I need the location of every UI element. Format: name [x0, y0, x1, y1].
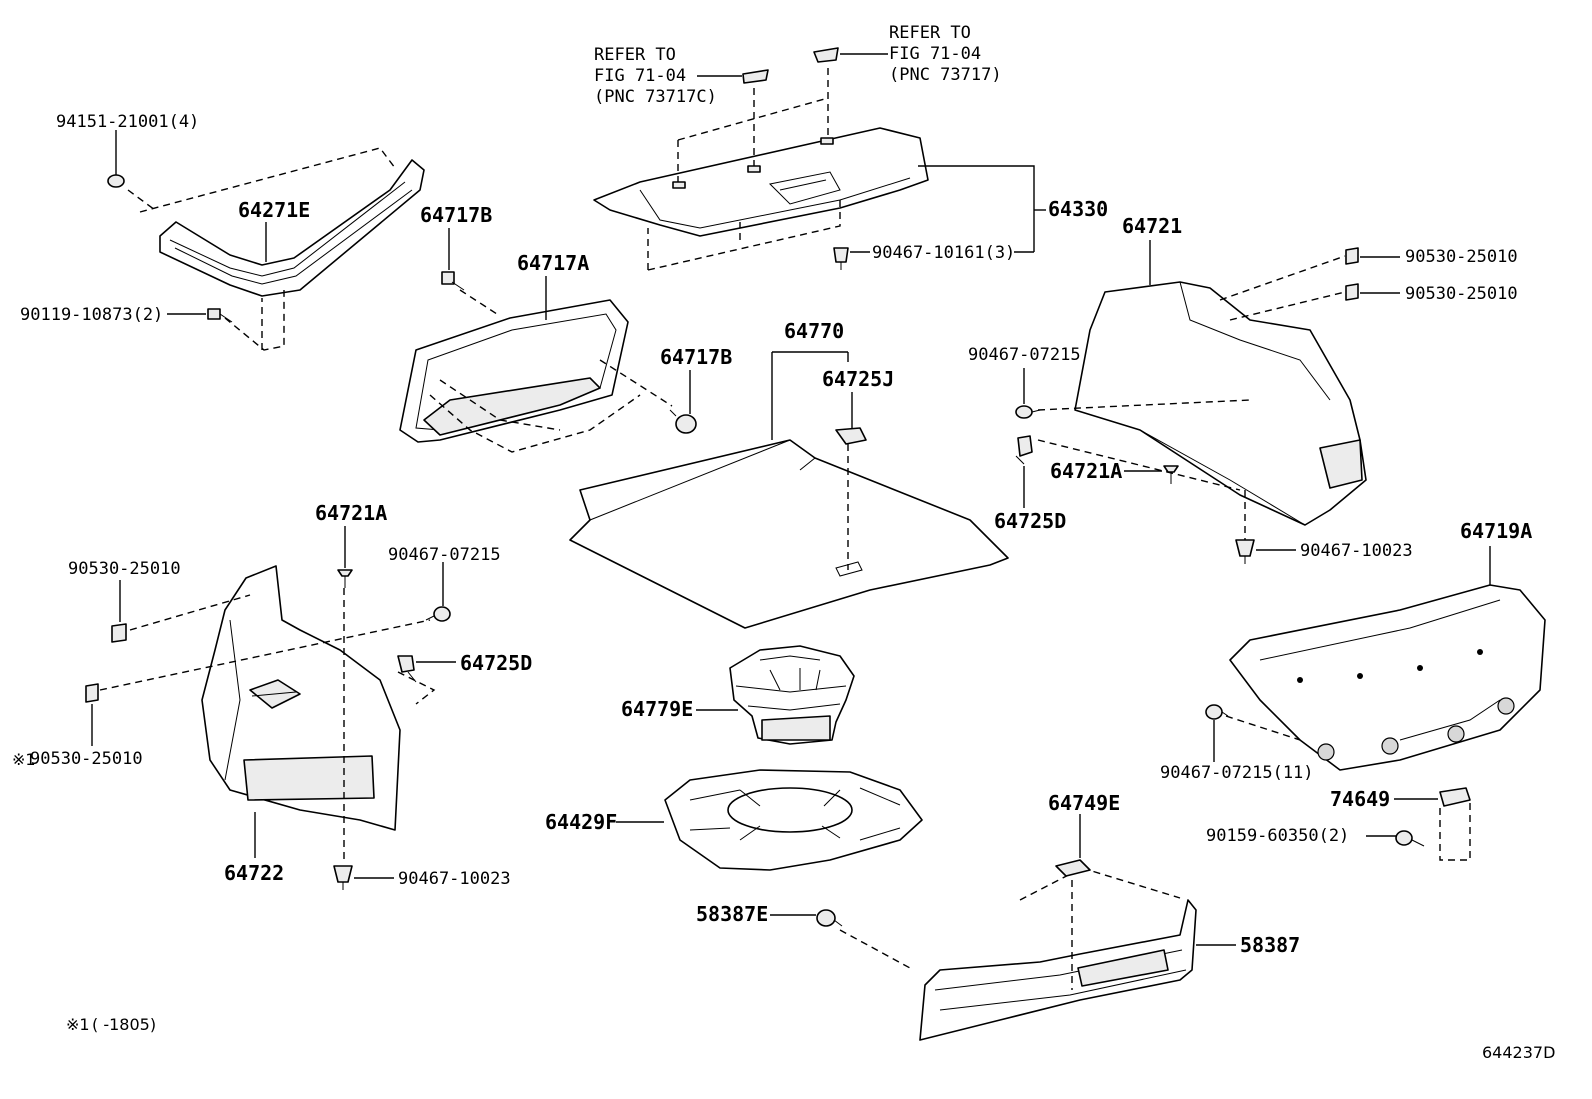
part-64271e-bracket — [127, 147, 425, 351]
clip-90467-10023-b-icon — [333, 865, 353, 890]
screw-64717b-top-icon — [441, 271, 465, 291]
part-64330-tray — [593, 68, 929, 271]
label-90467-10023-a: 90467-10023 — [1300, 541, 1413, 561]
label-64749e: 64749E — [1048, 791, 1120, 815]
ref-a-line2: FIG 71-04 — [594, 66, 686, 86]
label-58387: 58387 — [1240, 933, 1300, 957]
ref-b-line3: (PNC 73717) — [889, 65, 1002, 85]
clip-58387e-icon — [816, 909, 843, 927]
label-90467-07215-b: 90467-07215 — [388, 545, 501, 565]
ref-a-line1: REFER TO — [594, 45, 676, 65]
clip-64725d-b-icon — [397, 655, 417, 683]
bolt-90119-icon — [207, 308, 233, 323]
label-64725d-a: 64725D — [994, 509, 1066, 533]
label-64330: 64330 — [1048, 197, 1108, 221]
label-64717a: 64717A — [517, 251, 589, 275]
screw-64721a-b-icon — [337, 569, 353, 588]
label-64271e: 64271E — [238, 198, 310, 222]
screw-64721a-a-icon — [1163, 465, 1179, 484]
part-64779e-toolbox — [729, 645, 855, 745]
label-58387e: 58387E — [696, 902, 768, 926]
label-90530-c: 90530-25010 — [68, 559, 181, 579]
part-64717a-frame — [399, 289, 673, 453]
label-64725j: 64725J — [822, 367, 894, 391]
clip-90530-b-icon — [1345, 283, 1359, 301]
ref-clip-73717-icon — [813, 47, 839, 63]
label-64719a: 64719A — [1460, 519, 1532, 543]
screw-90159-icon — [1395, 830, 1425, 847]
clip-64725d-a-icon — [1015, 435, 1033, 465]
clip-90530-d-icon — [85, 683, 99, 703]
label-90467-07215-a: 90467-07215 — [968, 345, 1081, 365]
footnote-mark: ※1 — [66, 1015, 90, 1034]
clip-64749e-icon — [1055, 859, 1091, 877]
part-64770-mat — [569, 439, 1009, 629]
clip-90467-07215-b-icon — [425, 606, 451, 622]
label-94151: 94151-21001(4) — [56, 112, 199, 132]
clip-94151-icon — [107, 130, 125, 188]
part-64719a-board — [1225, 584, 1546, 861]
label-90530-d: 90530-25010 — [30, 749, 143, 769]
label-64721: 64721 — [1122, 214, 1182, 238]
clip-90467-10023-a-icon — [1235, 539, 1255, 564]
label-64725d-b: 64725D — [460, 651, 532, 675]
label-90119: 90119-10873(2) — [20, 305, 163, 325]
clip-90530-a-icon — [1345, 247, 1359, 265]
clip-64717b-right-icon — [669, 409, 697, 434]
footnote-text: ( -1805) — [92, 1015, 156, 1034]
label-90530-a: 90530-25010 — [1405, 247, 1518, 267]
label-64722: 64722 — [224, 861, 284, 885]
label-90467-10161: 90467-10161(3) — [872, 243, 1015, 263]
ref-a-line3: (PNC 73717C) — [594, 87, 717, 107]
part-64721-trim — [1037, 255, 1367, 540]
label-90530-b: 90530-25010 — [1405, 284, 1518, 304]
hook-74649-icon — [1439, 787, 1471, 807]
clip-90467-10161-icon — [833, 247, 849, 270]
label-64717b-a: 64717B — [420, 203, 492, 227]
label-74649: 74649 — [1330, 787, 1390, 811]
label-64429f: 64429F — [545, 810, 617, 834]
label-64721a-b: 64721A — [315, 501, 387, 525]
label-64770: 64770 — [784, 319, 844, 343]
part-64722-trim — [99, 565, 436, 860]
label-90467-10023-b: 90467-10023 — [398, 869, 511, 889]
part-58387-plate — [839, 867, 1197, 1041]
clip-90530-c-icon — [111, 623, 127, 643]
label-64779e: 64779E — [621, 697, 693, 721]
diagram-code: 644237D — [1482, 1043, 1555, 1062]
ref-b-line2: FIG 71-04 — [889, 44, 981, 64]
ref-clip-73717c-icon — [742, 69, 769, 84]
label-64721a-a: 64721A — [1050, 459, 1122, 483]
clip-90467-07215-a-icon — [1015, 405, 1041, 419]
label-90467-07215-c: 90467-07215(11) — [1160, 763, 1314, 783]
ref-b-line1: REFER TO — [889, 23, 971, 43]
clip-64725j-icon — [835, 427, 867, 445]
label-64717b-b: 64717B — [660, 345, 732, 369]
part-64429f-cover — [664, 769, 923, 871]
footnote-mark-inline: ※1 — [12, 750, 36, 769]
clip-90467-07215-c-icon — [1205, 704, 1229, 720]
label-90159: 90159-60350(2) — [1206, 826, 1349, 846]
